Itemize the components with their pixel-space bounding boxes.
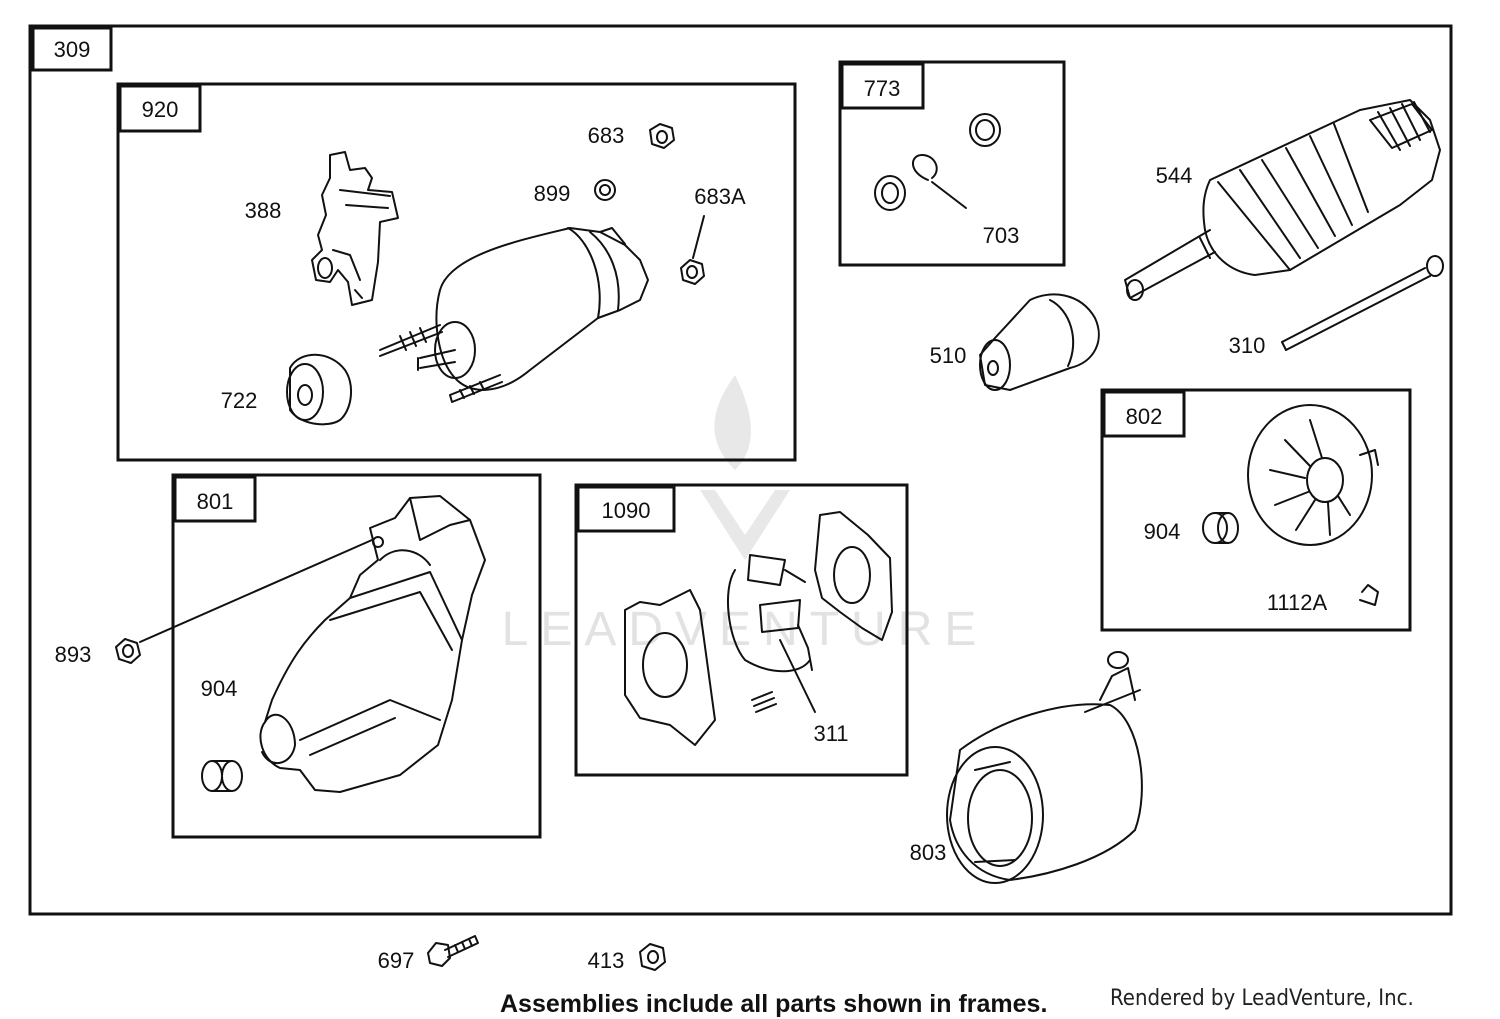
part-801-904-label: 904 <box>201 676 238 701</box>
part-801-drive-housing[interactable] <box>259 495 486 793</box>
frame-1090-tag <box>576 485 676 533</box>
frame-309 <box>28 24 1453 916</box>
frame-920-tag <box>118 84 202 133</box>
part-802-end-cap[interactable] <box>1247 404 1379 546</box>
part-722-label: 722 <box>221 388 258 413</box>
part-893-nut[interactable] <box>115 539 373 664</box>
part-683-label: 683 <box>588 123 625 148</box>
part-1112a-label: 1112A <box>1267 590 1328 615</box>
frame-1090-label: 1090 <box>602 498 651 523</box>
part-310-bolt[interactable] <box>1281 255 1444 351</box>
frame-773-label: 773 <box>864 76 901 101</box>
part-802-904-label: 904 <box>1144 519 1181 544</box>
frame-309-label: 309 <box>54 37 91 62</box>
frame-802-label: 802 <box>1126 404 1163 429</box>
frame-801-label: 801 <box>197 489 234 514</box>
frame-801-tag <box>173 475 257 523</box>
part-697-screw[interactable] <box>427 935 479 967</box>
part-311-label: 311 <box>813 721 848 746</box>
part-893-label: 893 <box>55 642 92 667</box>
watermark-text: LEADVENTURE <box>502 603 989 656</box>
part-697-label: 697 <box>378 948 415 973</box>
frame-1090 <box>574 483 909 777</box>
frame-773-tag <box>840 62 925 110</box>
part-803-label: 803 <box>910 840 947 865</box>
frame-802 <box>1100 388 1412 632</box>
part-899-lockwasher[interactable] <box>594 179 616 201</box>
frame-801 <box>171 473 542 839</box>
part-683a-label: 683A <box>694 184 746 209</box>
part-803-field-housing[interactable] <box>946 651 1143 884</box>
footer-note: Assemblies include all parts shown in fr… <box>500 990 1047 1018</box>
part-510-label: 510 <box>930 343 967 368</box>
part-510-drive[interactable] <box>979 293 1100 391</box>
part-1112a-clip[interactable] <box>1359 584 1379 606</box>
frame-309-tag <box>31 26 113 72</box>
part-801-904-bushing[interactable] <box>201 760 243 792</box>
part-413-nut[interactable] <box>639 943 666 971</box>
part-683a-nut[interactable] <box>680 215 705 285</box>
part-310-label: 310 <box>1229 333 1266 358</box>
frame-920 <box>116 82 797 462</box>
solenoid[interactable] <box>379 227 649 403</box>
part-802-904-bushing[interactable] <box>1202 512 1239 544</box>
part-1090-brush-plates[interactable] <box>624 511 893 746</box>
frame-773 <box>838 60 1066 267</box>
part-683-nut[interactable] <box>649 123 675 149</box>
part-899-label: 899 <box>534 181 571 206</box>
footer-credit: Rendered by LeadVenture, Inc. <box>1110 986 1414 1011</box>
frame-920-label: 920 <box>142 97 179 122</box>
watermark-logo: LEADVENTURE <box>502 375 989 656</box>
part-722-boot[interactable] <box>286 353 352 426</box>
part-388-shift-lever[interactable] <box>311 151 399 306</box>
part-544-label: 544 <box>1156 163 1193 188</box>
part-773-rings[interactable] <box>874 113 1001 211</box>
frame-802-tag <box>1102 390 1186 438</box>
part-388-label: 388 <box>245 198 282 223</box>
part-703-label: 703 <box>983 223 1020 248</box>
part-413-label: 413 <box>588 948 625 973</box>
part-544-armature[interactable] <box>1124 99 1441 301</box>
